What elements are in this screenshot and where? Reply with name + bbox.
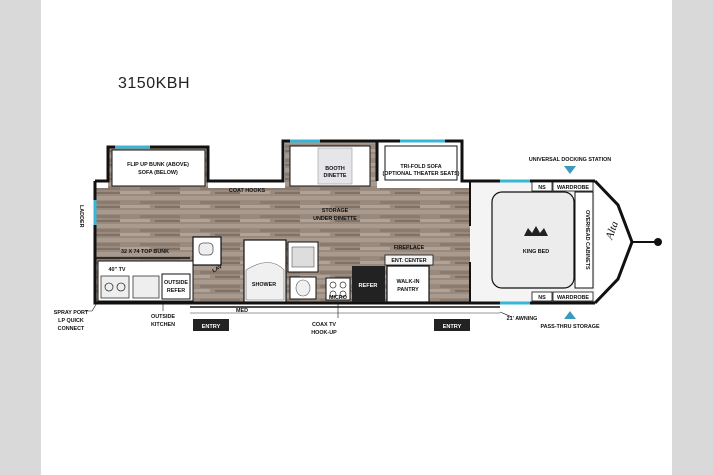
outside-refer-label-1: OUTSIDE	[164, 280, 188, 286]
flip-up-bunk-sofa	[111, 149, 206, 187]
king-bed-label: KING BED	[523, 249, 549, 255]
dinette-label: DINETTE	[323, 173, 346, 179]
lav-sink	[198, 242, 214, 256]
tri-fold-sofa	[384, 145, 458, 181]
booth-label: BOOTH	[325, 166, 345, 172]
spray-port-label: SPRAY PORT	[54, 310, 89, 316]
outside-kitchen-label-1: OUTSIDE	[151, 314, 175, 320]
sofa-below-label: SOFA (BELOW)	[138, 170, 178, 176]
theater-seats-label: (OPTIONAL THEATER SEATS)	[383, 171, 460, 177]
lp-connect-label: CONNECT	[58, 326, 85, 332]
lav-label: LAV	[212, 264, 224, 275]
top-bunk-label: 32 X 74 TOP BUNK	[121, 249, 169, 255]
king-bed	[491, 191, 575, 289]
wardrobe-top-label: WARDROBE	[557, 185, 589, 191]
nightstand-top	[531, 181, 553, 192]
cooktop	[325, 277, 351, 301]
entry-left-label: ENTRY	[202, 324, 221, 330]
coax-label-2: HOOK-UP	[311, 330, 337, 336]
ns-top-label: NS	[538, 185, 546, 191]
wardrobe-top	[552, 181, 594, 192]
coax-label-1: COAX TV	[312, 322, 336, 328]
windows	[93, 139, 530, 305]
hitch-icon	[632, 238, 662, 246]
outside-sink	[132, 275, 160, 299]
crown-icon	[524, 226, 548, 236]
refer	[352, 266, 385, 302]
fireplace-label: FIREPLACE	[394, 245, 425, 251]
shower-label: SHOWER	[252, 282, 276, 288]
entry-right	[434, 319, 470, 331]
ent-center	[384, 254, 434, 266]
pass-thru-label: PASS-THRU STORAGE	[540, 324, 600, 330]
dinette-table	[317, 147, 353, 185]
micro-label: MICRO	[329, 295, 347, 301]
awning-label: 21' AWNING	[507, 316, 538, 322]
outside-cooktop	[100, 275, 130, 299]
awning	[190, 306, 500, 314]
model-number: 3150KBH	[118, 75, 190, 92]
wardrobe-bottom-label: WARDROBE	[557, 295, 589, 301]
flip-up-bunk-label: FLIP UP BUNK (ABOVE)	[127, 162, 189, 168]
ns-bottom-label: NS	[538, 295, 546, 301]
tv-label: 40" TV	[109, 267, 126, 273]
pantry-label: PANTRY	[397, 287, 419, 293]
storage-label: STORAGE	[322, 208, 349, 214]
entry-right-label: ENTRY	[443, 324, 462, 330]
under-dinette-label: UNDER DINETTE	[313, 216, 357, 222]
brand-logo: Alta	[603, 219, 621, 242]
lp-quick-label: LP QUICK	[58, 318, 84, 324]
overhead-cabinets-label: OVERHEAD CABINETS	[584, 210, 590, 270]
docking-station-label: UNIVERSAL DOCKING STATION	[529, 157, 611, 163]
refer-label: REFER	[359, 283, 378, 289]
wardrobe-bottom	[552, 291, 594, 302]
tri-fold-sofa-label: TRI-FOLD SOFA	[400, 164, 441, 170]
walk-in-label: WALK-IN	[396, 279, 419, 285]
walk-in-pantry	[386, 265, 430, 303]
outside-kitchen-label-2: KITCHEN	[151, 322, 175, 328]
pass-thru-pointer-icon	[564, 311, 576, 319]
docking-pointer-icon	[564, 166, 576, 174]
nightstand-bottom	[531, 291, 553, 302]
ladder-label: LADDER	[78, 205, 84, 228]
med-label: MED	[236, 308, 248, 314]
outside-refer	[161, 273, 191, 300]
ent-center-label: ENT. CENTER	[391, 258, 426, 264]
overhead-cabinets	[574, 191, 594, 289]
bunk-bath-zone	[95, 236, 319, 303]
outside-refer-label-2: REFER	[167, 288, 185, 294]
coat-hooks-label: COAT HOOKS	[229, 188, 266, 194]
entry-left	[193, 319, 229, 331]
